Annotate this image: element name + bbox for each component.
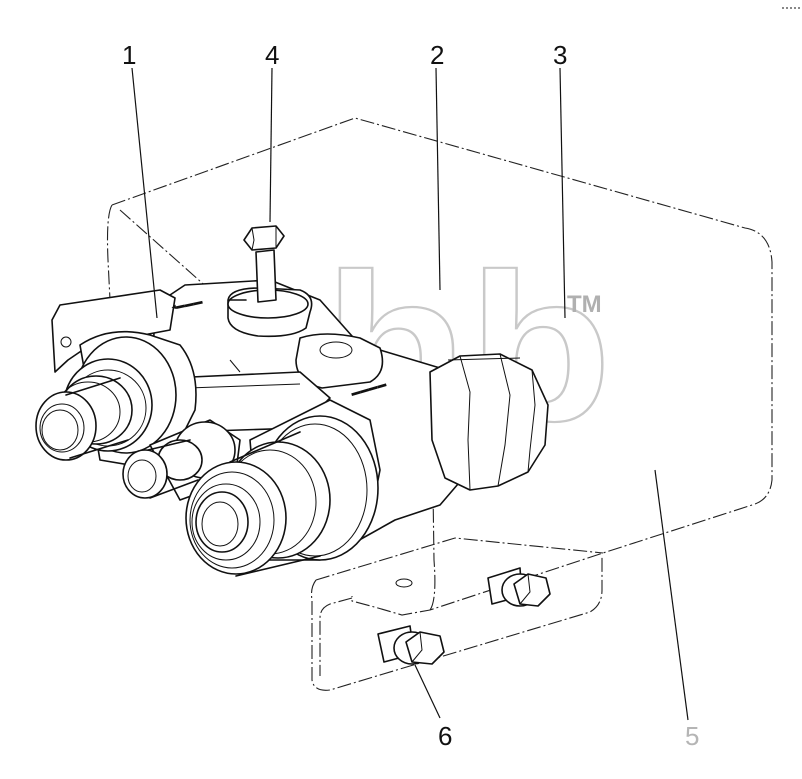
leader-5: [654, 469, 689, 721]
leader-6: [414, 664, 441, 719]
top-bolt: [229, 225, 285, 303]
leader-1: [131, 67, 158, 319]
bracket-bolt-left: [377, 625, 445, 665]
watermark-trademark: TM: [567, 291, 602, 318]
bracket-bolt-right: [487, 567, 551, 607]
callout-1: 1: [122, 40, 136, 70]
callout-2: 2: [430, 40, 444, 70]
callout-5: 5: [685, 721, 699, 751]
leader-2: [435, 67, 441, 291]
callout-3: 3: [553, 40, 567, 70]
callout-4: 4: [265, 40, 279, 70]
leader-4: [269, 67, 273, 223]
hex-fitting: [429, 353, 549, 491]
callout-6: 6: [438, 721, 452, 751]
leader-lines: [131, 67, 689, 721]
leader-3: [559, 67, 566, 319]
coupler-front: [185, 399, 381, 577]
mounting-bracket: [106, 117, 773, 691]
